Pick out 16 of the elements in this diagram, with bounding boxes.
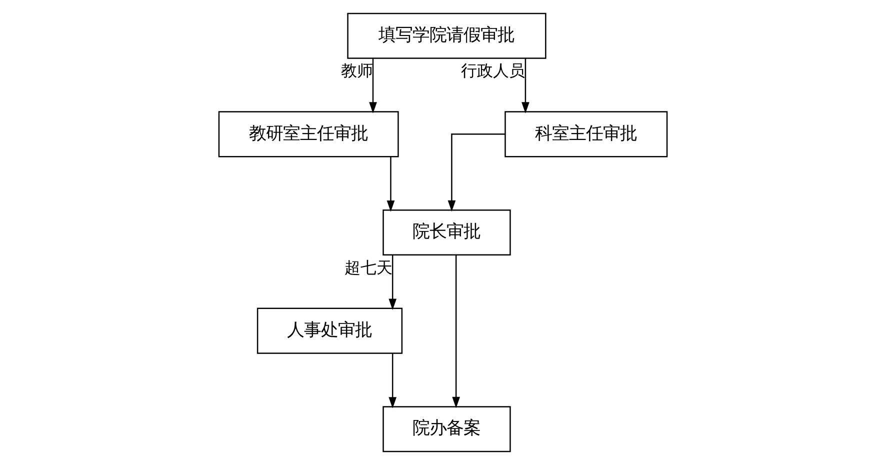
node-box: 人事处审批 [256,308,403,354]
edge-label: 超七天 [344,258,392,277]
node-box: 院办备案 [382,406,511,452]
edge-label: 教师 [340,61,373,80]
arrow [522,58,530,114]
arrow [388,255,397,310]
arrow [452,255,460,408]
arrow [388,354,397,408]
node-box: 科室主任审批 [504,111,668,158]
arrow [386,156,395,212]
node-box: 教研室主任审批 [218,111,399,158]
arrow [369,58,377,114]
node-box: 填写学院请假审批 [347,12,546,59]
edge-label: 行政人员 [461,61,526,80]
node-box: 院长审批 [382,209,511,256]
arrow [448,134,506,212]
